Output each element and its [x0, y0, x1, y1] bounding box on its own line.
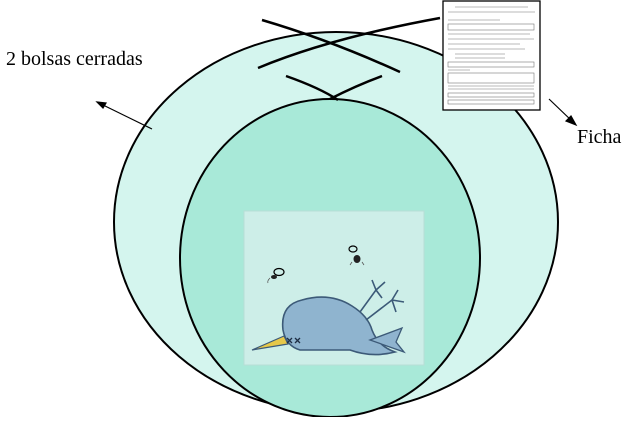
arrow-to-form — [549, 99, 576, 125]
arrow-to-bags — [97, 102, 152, 129]
form-document-icon — [443, 1, 540, 110]
bags-label: 2 bolsas cerradas — [6, 48, 143, 71]
dead-bird-picture — [244, 211, 424, 365]
form-label: Ficha — [577, 126, 621, 149]
